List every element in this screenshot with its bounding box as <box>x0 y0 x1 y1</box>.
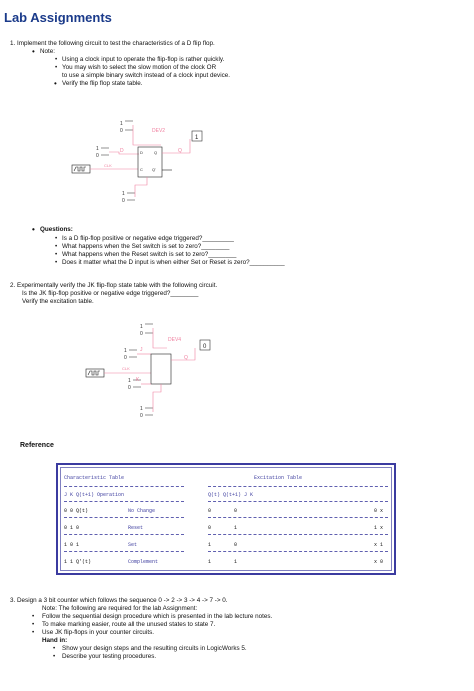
char-header: J K Q(t+1) Operation <box>64 492 125 498</box>
hand-in-item: Show your design steps and the resulting… <box>62 645 247 652</box>
svg-text:C: C <box>140 167 143 172</box>
svg-text:0: 0 <box>120 128 123 134</box>
pin-j-label: J <box>140 347 143 353</box>
page-title: Lab Assignments <box>4 10 112 25</box>
svg-text:D: D <box>140 150 143 155</box>
exc-header: Q(t) Q(t+1) J K <box>208 492 254 498</box>
svg-text:1: 1 <box>120 121 123 127</box>
char-table-title: Characteristic Table <box>64 475 125 481</box>
section3-note: Note: The following are required for the… <box>42 605 198 612</box>
exc-cell: 0 <box>208 508 212 514</box>
jk-flipflop-circuit: 1 0 1 0 1 0 1 0 DEV4 CLK J K Q 0 <box>85 323 211 419</box>
char-row-state: 0 1 0 <box>64 525 80 531</box>
exc-cell: 0 <box>234 508 238 514</box>
svg-text:0: 0 <box>128 385 131 391</box>
note-line: to use a simple binary switch instead of… <box>62 72 231 79</box>
char-row-state: 1 0 1 <box>64 542 80 548</box>
output-indicator: 1 <box>195 135 199 141</box>
exc-cell: x 1 <box>374 542 384 548</box>
question-line: What happens when the Set switch is set … <box>62 243 230 250</box>
reference-label: Reference <box>20 442 54 449</box>
svg-text:1: 1 <box>128 378 131 384</box>
clock-label: CLK <box>122 366 130 371</box>
exc-cell: 1 <box>208 542 212 548</box>
exc-cell: 0 <box>234 542 238 548</box>
exc-cell: 0 x <box>374 508 384 514</box>
char-row-op: No Change <box>128 508 156 514</box>
exc-cell: x 0 <box>374 559 384 565</box>
svg-text:0: 0 <box>140 331 143 337</box>
note-line: You may wish to select the slow motion o… <box>62 64 217 71</box>
svg-text:Q: Q <box>154 150 157 155</box>
svg-text:0: 0 <box>122 198 125 204</box>
svg-text:1: 1 <box>96 146 99 152</box>
d-flipflop-circuit: 1 0 1 0 1 0 DEV2 CLK D Q D Q C Q' 1 <box>71 120 203 204</box>
device-label: DEV2 <box>152 128 165 134</box>
svg-text:1: 1 <box>140 406 143 412</box>
pin-k-label: K <box>136 377 140 383</box>
svg-text:0: 0 <box>124 355 127 361</box>
char-row-op: Complement <box>128 559 159 565</box>
section3-bullet: To make marking easier, route all the un… <box>42 621 216 628</box>
char-row-op: Set <box>128 542 138 548</box>
svg-text:0: 0 <box>96 153 99 159</box>
hand-in-item: Describe your testing procedures. <box>62 653 157 660</box>
exc-table-title: Excitation Table <box>254 475 303 481</box>
char-row-op: Reset <box>128 525 144 531</box>
questions-label: Questions: <box>32 226 73 234</box>
exc-cell: 1 x <box>374 525 384 531</box>
section2-heading: 2. Experimentally verify the JK flip-flo… <box>10 282 218 289</box>
note-line: Using a clock input to operate the flip-… <box>62 56 225 63</box>
note-label: Note: <box>32 48 55 56</box>
pin-q-label: Q <box>184 355 188 361</box>
pin-d-label: D <box>120 148 124 154</box>
exc-cell: 1 <box>234 559 238 565</box>
svg-text:Q': Q' <box>152 167 156 172</box>
question-line: Is a D flip-flop positive or negative ed… <box>62 235 234 242</box>
svg-text:1: 1 <box>140 324 143 330</box>
reference-table: Characteristic Table Excitation Table J … <box>56 463 396 575</box>
char-row-state: 0 0 Q(t) <box>64 508 89 514</box>
exc-cell: 1 <box>234 525 238 531</box>
clock-label: CLK <box>104 163 112 168</box>
question-line: What happens when the Reset switch is se… <box>62 251 237 258</box>
svg-text:1: 1 <box>122 191 125 197</box>
section3-bullet: Follow the sequential design procedure w… <box>42 613 273 620</box>
device-label: DEV4 <box>168 337 181 343</box>
section1-heading: 1. Implement the following circuit to te… <box>10 40 215 47</box>
exc-cell: 0 <box>208 525 212 531</box>
exc-cell: 1 <box>208 559 212 565</box>
svg-text:0: 0 <box>140 413 143 419</box>
svg-text:1: 1 <box>124 348 127 354</box>
section3-heading: 3. Design a 3 bit counter which follows … <box>10 597 228 604</box>
hand-in-label: Hand in: <box>42 637 68 644</box>
section2-line: Is the JK flip-flop positive or negative… <box>22 290 199 297</box>
pin-q-label: Q <box>178 148 182 154</box>
section2-line: Verify the excitation table. <box>22 298 94 305</box>
output-indicator: 0 <box>203 344 207 350</box>
note-line: Verify the flip flop state table. <box>54 80 142 88</box>
section3-bullet: Use JK flip-flops in your counter circui… <box>42 629 154 636</box>
question-line: Does it matter what the D input is when … <box>62 259 285 266</box>
char-row-state: 1 1 Q'(t) <box>64 559 92 565</box>
